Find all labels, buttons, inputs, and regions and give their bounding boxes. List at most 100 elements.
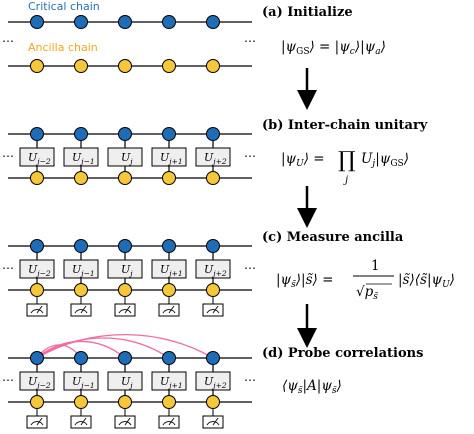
- measurement-meter-icon: [70, 303, 92, 317]
- svg-text:j: j: [343, 175, 348, 186]
- critical-qubit: [118, 351, 132, 365]
- critical-qubit: [118, 15, 132, 29]
- svg-text:⟨ψs̃|A|ψs̃⟩: ⟨ψs̃|A|ψs̃⟩: [282, 378, 342, 396]
- svg-text:Uj|ψGS⟩: Uj|ψGS⟩: [361, 151, 409, 169]
- ancilla-qubit: [162, 283, 176, 297]
- right-ellipsis: ⋯: [244, 149, 256, 163]
- ancilla-qubit: [74, 59, 88, 73]
- critical-qubits-b: [30, 127, 220, 141]
- critical-qubits-d: [30, 351, 220, 365]
- step-c-title: (c) Measure ancilla: [262, 230, 404, 245]
- critical-qubits-c: [30, 239, 220, 253]
- unitary-gate-label: Uj: [121, 375, 133, 390]
- ancilla-qubit: [74, 395, 88, 409]
- unitary-gate-label: Uj+2: [204, 375, 227, 390]
- critical-qubit: [30, 239, 44, 253]
- critical-qubit: [118, 239, 132, 253]
- measurement-meters-d: [26, 415, 224, 429]
- unitary-gate-box: [19, 147, 55, 167]
- unitary-gate-box: [107, 259, 143, 279]
- unitary-gate-box: [151, 259, 187, 279]
- left-ellipsis: ⋯: [2, 261, 14, 275]
- left-ellipsis: ⋯: [2, 34, 14, 48]
- unitary-gate-box: [19, 259, 55, 279]
- ancilla-qubits-b: [30, 171, 220, 185]
- ancilla-qubit: [30, 59, 44, 73]
- unitary-gate-label: Uj−2: [28, 263, 51, 278]
- unitary-gate-label: Uj+1: [160, 263, 183, 278]
- ancilla-qubit: [162, 59, 176, 73]
- ancilla-qubit: [30, 395, 44, 409]
- correlation-arc: [36, 333, 214, 359]
- critical-qubit: [30, 15, 44, 29]
- ancilla-qubits-a: [30, 59, 220, 73]
- ancilla-qubit: [118, 59, 132, 73]
- critical-qubit: [162, 127, 176, 141]
- correlation-arc: [36, 340, 126, 359]
- measurement-meter-icon: [70, 415, 92, 429]
- ancilla-qubit: [30, 283, 44, 297]
- critical-qubit: [74, 127, 88, 141]
- unitary-gate-box: [63, 147, 99, 167]
- equation-a: |ψGS⟩ = |ψc⟩|ψa⟩: [281, 39, 386, 57]
- panel-a-chains: Critical chain Ancilla chain ⋯ ⋯: [2, 0, 256, 73]
- critical-qubit: [206, 127, 220, 141]
- critical-qubit: [74, 15, 88, 29]
- ancilla-qubit: [162, 171, 176, 185]
- critical-qubit: [206, 239, 220, 253]
- right-ellipsis: ⋯: [244, 34, 256, 48]
- measurement-meter-icon: [202, 303, 224, 317]
- ancilla-qubit: [74, 283, 88, 297]
- ancilla-qubit: [118, 395, 132, 409]
- unitary-gate-box: [151, 371, 187, 391]
- svg-text:|ψGS⟩ = |ψc⟩|ψa⟩: |ψGS⟩ = |ψc⟩|ψa⟩: [281, 39, 386, 57]
- measurement-meters-c: [26, 303, 224, 317]
- measurement-meter-icon: [114, 415, 136, 429]
- critical-chain-label: Critical chain: [28, 0, 100, 13]
- unitary-gates-c: Uj−2 Uj−1 Uj Uj+1 Uj+2: [19, 259, 231, 279]
- panel-c-chains: ⋯ ⋯ Uj−2 Uj−1 Uj Uj+1 Uj+2: [2, 239, 256, 317]
- unitary-gate-label: Uj+1: [160, 151, 183, 166]
- unitary-gate-box: [19, 371, 55, 391]
- ancilla-qubit: [206, 59, 220, 73]
- unitary-gate-box: [151, 147, 187, 167]
- critical-qubit: [206, 351, 220, 365]
- step-b-title: (b) Inter-chain unitary: [262, 118, 428, 133]
- unitary-gate-label: Uj+2: [204, 263, 227, 278]
- right-ellipsis: ⋯: [244, 261, 256, 275]
- ancilla-qubits-c: [30, 283, 220, 297]
- unitary-gate-box: [195, 147, 231, 167]
- unitary-gate-label: Uj+2: [204, 151, 227, 166]
- unitary-gate-box: [63, 371, 99, 391]
- unitary-gate-label: Uj: [121, 263, 133, 278]
- ancilla-qubit: [118, 283, 132, 297]
- unitary-gate-label: Uj−2: [28, 151, 51, 166]
- left-ellipsis: ⋯: [2, 373, 14, 387]
- ancilla-qubit: [206, 283, 220, 297]
- unitary-gate-box: [195, 259, 231, 279]
- unitary-gate-box: [107, 371, 143, 391]
- equation-c: |ψs̃⟩|s̃⟩ = 1 √ps̃ |s̃⟩⟨s̃|ψU⟩: [276, 258, 455, 302]
- ancilla-qubit: [206, 395, 220, 409]
- measurement-meter-icon: [158, 415, 180, 429]
- equation-d: ⟨ψs̃|A|ψs̃⟩: [282, 378, 342, 396]
- svg-text:√ps̃: √ps̃: [356, 284, 378, 302]
- unitary-gate-label: Uj−1: [72, 263, 95, 278]
- svg-text:1: 1: [371, 258, 380, 274]
- svg-text:∏: ∏: [338, 148, 356, 173]
- measurement-meter-icon: [202, 415, 224, 429]
- ancilla-qubit: [30, 171, 44, 185]
- critical-qubit: [162, 351, 176, 365]
- critical-qubit: [30, 127, 44, 141]
- ancilla-chain-label: Ancilla chain: [28, 41, 98, 54]
- unitary-gate-box: [107, 147, 143, 167]
- unitary-gate-label: Uj−1: [72, 375, 95, 390]
- equation-b: |ψU⟩ = ∏ j Uj|ψGS⟩: [281, 148, 409, 186]
- ancilla-qubit: [206, 171, 220, 185]
- unitary-gate-label: Uj+1: [160, 375, 183, 390]
- critical-qubit: [118, 127, 132, 141]
- unitary-gate-box: [195, 371, 231, 391]
